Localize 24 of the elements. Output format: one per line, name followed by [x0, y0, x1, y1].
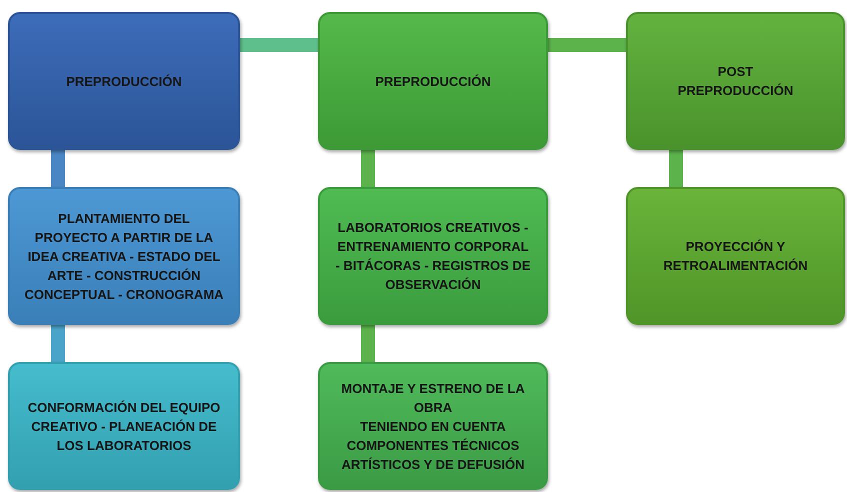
connector-bar [548, 38, 626, 52]
task-text: PLANTAMIENTO DEL PROYECTO A PARTIR DE LA IDEA CREATIVA - ESTADO DEL ARTE - CONSTRUCCIÓN CONCEPTUAL - CRONOGRAMA [24, 210, 224, 304]
stage-title: PREPRODUCCIÓN [66, 72, 182, 90]
connector-bar [361, 150, 375, 187]
stage-box [8, 12, 240, 150]
connector-bar [240, 38, 318, 52]
connector-bar [361, 325, 375, 362]
connector-bar [51, 150, 65, 187]
task-text: TENIENDO EN CUENTA COMPONENTES TÉCNICOS ARTÍSTICOS Y DE DEFUSIÓN [340, 418, 526, 474]
stage-title: POST PREPRODUCCIÓN [676, 63, 794, 100]
task-text: CONFORMACIÓN DEL EQUIPO CREATIVO - PLANEACIÓN DE LOS LABORATORIOS [26, 398, 222, 454]
task-box [318, 187, 548, 325]
stage-title: PREPRODUCCIÓN [375, 72, 491, 90]
task-box [626, 187, 845, 325]
task-box [8, 362, 240, 490]
task-text: MONTAJE Y ESTRENO DE LA OBRA [340, 380, 526, 416]
connector-bar [669, 150, 683, 187]
task-box [8, 187, 240, 325]
connector-bar [51, 325, 65, 362]
task-box [318, 362, 548, 490]
task-text: PROYECCIÓN Y RETROALIMENTACIÓN [662, 238, 809, 275]
stage-box [318, 12, 548, 150]
stage-box [626, 12, 845, 150]
task-text: LABORATORIOS CREATIVOS - ENTRENAMIENTO CORPORAL - BITÁCORAS - REGISTROS DE OBSERVACIÓN [334, 219, 532, 294]
